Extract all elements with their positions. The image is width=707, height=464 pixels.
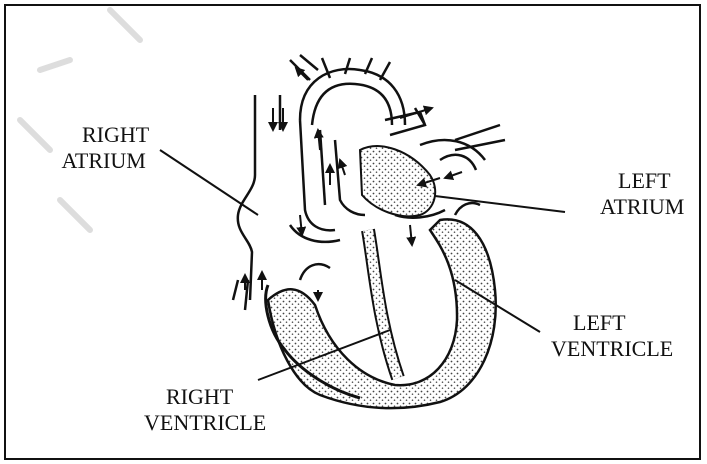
label-right-ventricle-line1: RIGHT [144,384,266,410]
left-atrium-region [360,146,435,216]
label-left-ventricle-line2: VENTRICLE [551,336,673,362]
leader-left-atrium [435,196,565,212]
label-left-atrium-line1: LEFT [600,168,684,194]
label-right-atrium-line1: RIGHT [72,122,149,148]
label-right-ventricle: RIGHT VENTRICLE [144,384,266,436]
label-left-ventricle: LEFT VENTRICLE [551,310,673,362]
leader-right-atrium [160,150,258,215]
faint-marks [20,10,140,230]
ventricle-walls [266,219,496,408]
label-left-ventricle-line1: LEFT [551,310,673,336]
label-right-atrium-line2: ATRIUM [58,148,149,174]
label-right-ventricle-line2: VENTRICLE [144,410,266,436]
label-right-atrium: RIGHT ATRIUM [72,122,149,174]
label-left-atrium-line2: ATRIUM [600,194,684,220]
label-left-atrium: LEFT ATRIUM [600,168,684,220]
